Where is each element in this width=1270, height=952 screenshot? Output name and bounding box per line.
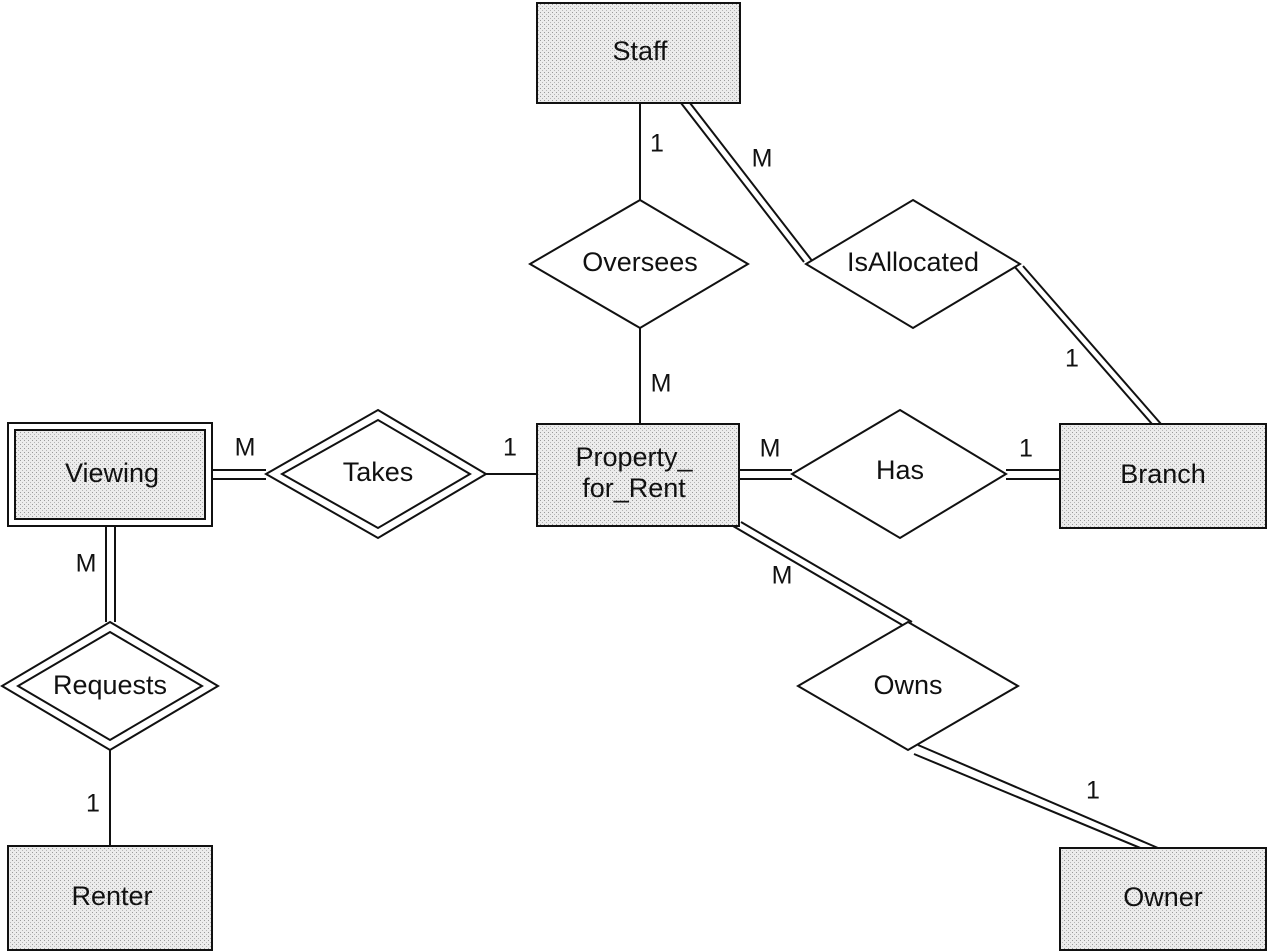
relationship-has-label: Has: [876, 455, 924, 485]
line-property-owns: [732, 521, 913, 627]
relationship-isallocated-label: IsAllocated: [847, 247, 979, 277]
entity-staff-label: Staff: [612, 36, 668, 66]
line-has-branch: [1006, 469, 1060, 480]
cardinality-staff-isallocated: M: [752, 145, 773, 173]
relationship-owns: Owns: [796, 620, 1020, 752]
line-property-has: [739, 469, 792, 480]
entity-staff: Staff: [536, 2, 741, 104]
entity-branch: Branch: [1059, 423, 1267, 529]
entity-viewing-label: Viewing: [65, 458, 159, 488]
entity-renter-label: Renter: [71, 881, 152, 911]
cardinality-requests-renter: 1: [86, 790, 100, 818]
cardinality-viewing-requests: M: [76, 550, 97, 578]
line-isallocated-branch: [1013, 265, 1162, 425]
cardinality-isallocated-branch: 1: [1065, 345, 1079, 373]
line-viewing-requests: [105, 526, 116, 622]
cardinality-owns-owner: 1: [1086, 777, 1100, 805]
entity-property-label-line2: for_Rent: [582, 473, 686, 503]
entity-owner: Owner: [1059, 847, 1267, 951]
cardinality-viewing-takes: M: [235, 434, 256, 462]
entity-owner-label: Owner: [1123, 882, 1203, 912]
line-staff-isallocated: [680, 102, 814, 263]
relationship-oversees-label: Oversees: [582, 247, 698, 277]
line-owns-owner: [913, 744, 1159, 853]
cardinality-takes-property: 1: [503, 434, 517, 462]
entity-property-label-line1: Property_: [575, 442, 693, 472]
relationship-has: Has: [790, 408, 1008, 540]
cardinality-staff-oversees: 1: [650, 130, 664, 158]
entity-branch-label: Branch: [1120, 459, 1206, 489]
relationship-owns-label: Owns: [873, 670, 942, 700]
cardinality-oversees-property: M: [651, 370, 672, 398]
cardinality-property-owns: M: [772, 562, 793, 590]
relationship-requests: Requests: [0, 620, 220, 752]
relationship-requests-label: Requests: [53, 670, 167, 700]
entity-property-for-rent: Property_ for_Rent: [536, 423, 740, 527]
cardinality-property-has: M: [760, 435, 781, 463]
relationship-takes: Takes: [263, 408, 488, 540]
entity-viewing: Viewing: [7, 422, 213, 527]
entity-renter: Renter: [7, 845, 213, 951]
relationship-isallocated: IsAllocated: [804, 198, 1022, 330]
line-viewing-takes: [212, 469, 266, 480]
relationship-takes-label: Takes: [343, 457, 414, 487]
relationship-oversees: Oversees: [528, 198, 750, 330]
cardinality-has-branch: 1: [1019, 435, 1033, 463]
